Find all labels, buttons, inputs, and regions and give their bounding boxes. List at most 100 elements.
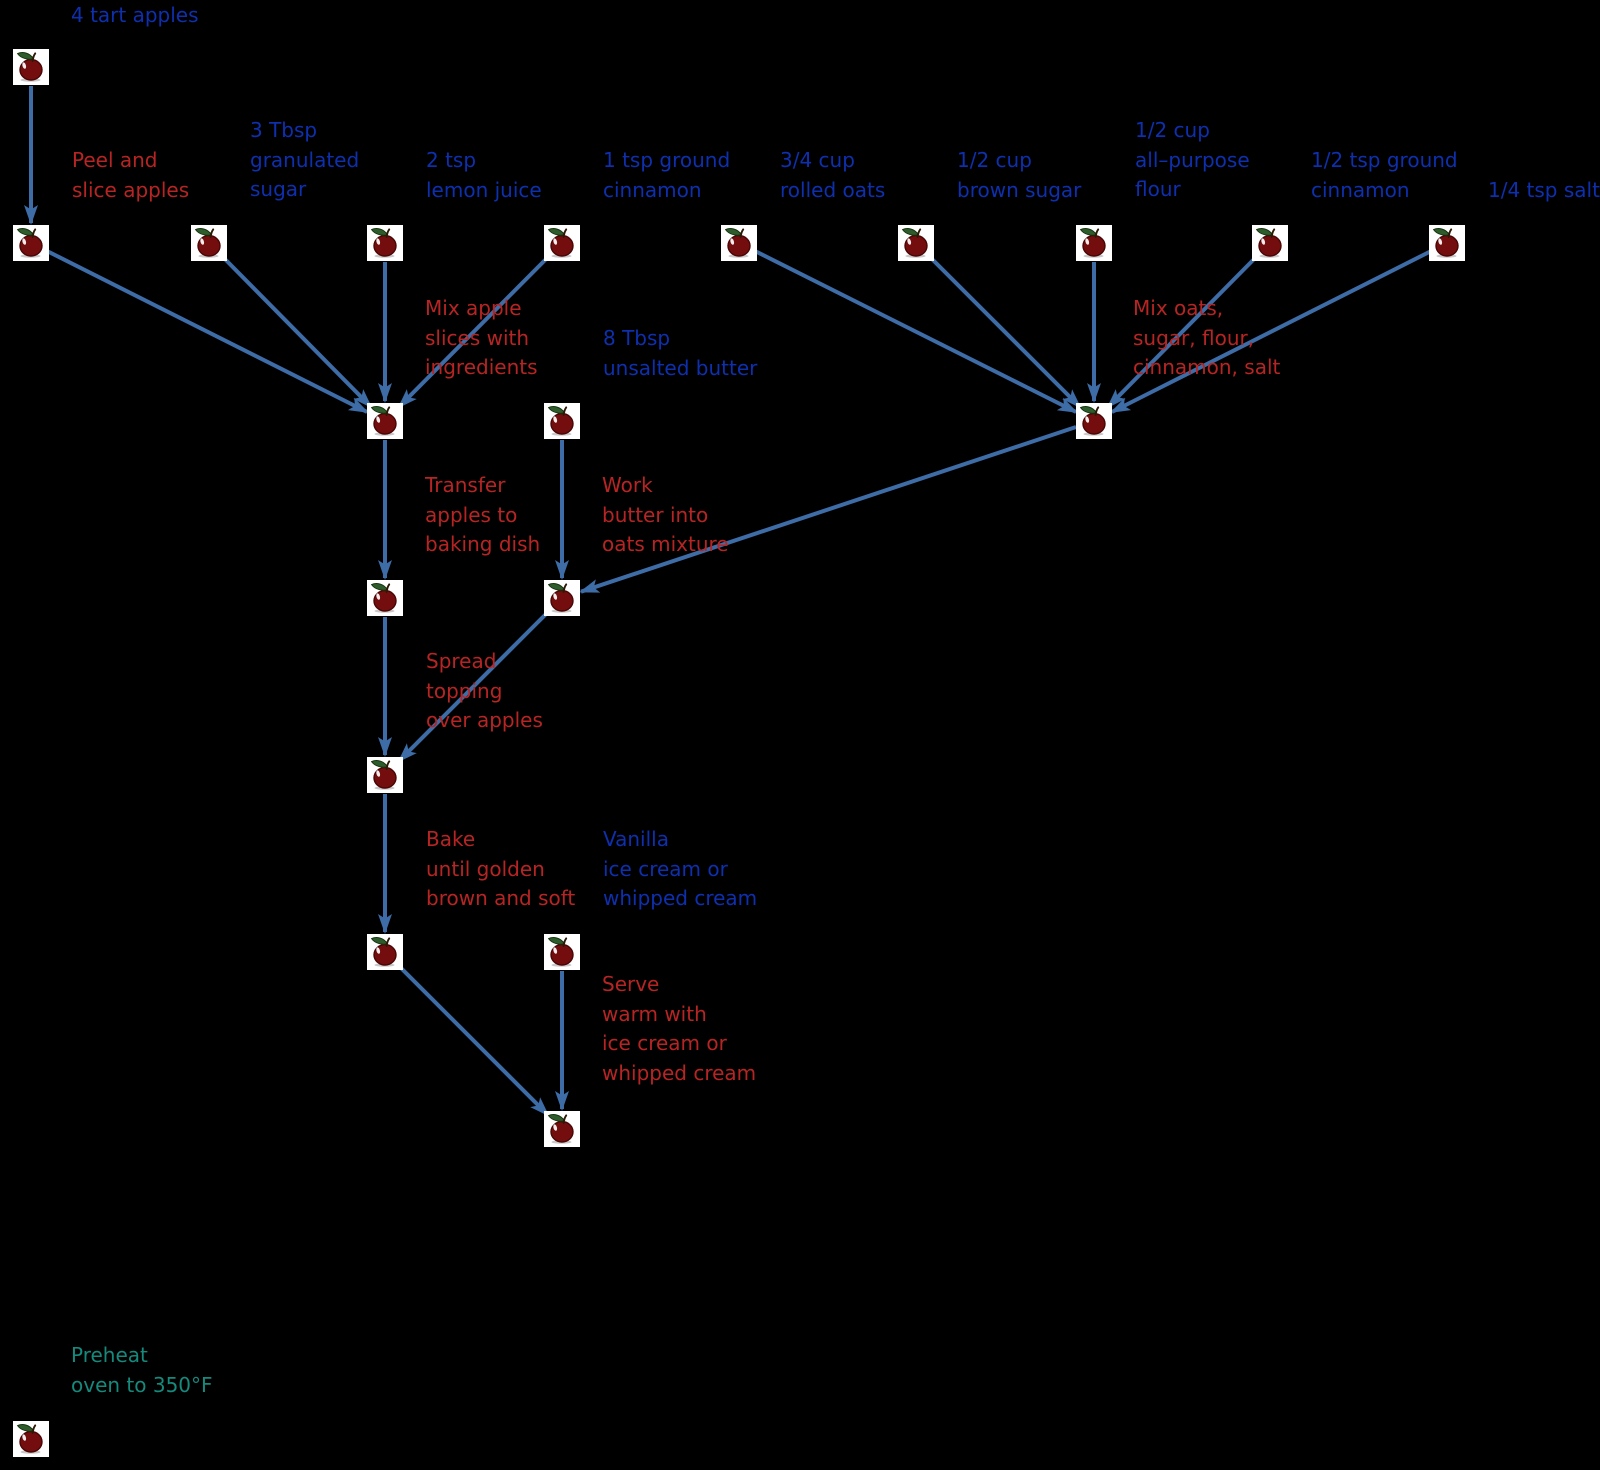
label-granulated-sugar-line-3: sugar bbox=[250, 177, 307, 201]
edge-brown-sugar-to-oats-mixture bbox=[927, 254, 1082, 409]
label-vanilla-line-1: Vanilla bbox=[603, 827, 669, 851]
node-salt bbox=[1429, 225, 1465, 261]
label-bake-line-3: brown and soft bbox=[426, 886, 576, 910]
label-butter: 8 Tbsp unsalted butter bbox=[603, 324, 757, 383]
label-serve-line-2: warm with bbox=[602, 1001, 707, 1026]
label-bake: Bake until golden brown and soft bbox=[426, 825, 575, 914]
label-work-butter-line-2: butter into bbox=[602, 502, 709, 527]
edge-ground-cinnamon-2-to-oats-mixture bbox=[1106, 255, 1259, 409]
label-mix-apple-line-2: slices with bbox=[425, 325, 530, 350]
apple-icon bbox=[1076, 403, 1112, 439]
label-salt-line-1: 1/4 tsp salt bbox=[1488, 178, 1600, 202]
label-spread-line-3: over apples bbox=[426, 708, 543, 732]
node-rolled-oats bbox=[721, 225, 757, 261]
edge-salt-to-oats-mixture bbox=[1110, 249, 1431, 414]
node-ground-cinnamon-2 bbox=[1252, 225, 1288, 261]
label-ground-cinnamon-1-line-1: 1 tsp ground bbox=[603, 148, 731, 172]
label-mix-apple: Mix apple slices with ingredients bbox=[425, 294, 538, 383]
node-apples-in-dish bbox=[367, 580, 403, 616]
node-crumb-topping bbox=[544, 580, 580, 616]
edge-granulated-sugar-to-apple-mixture bbox=[220, 255, 373, 409]
edge-sliced-apples-to-apple-mixture bbox=[47, 249, 369, 414]
apple-icon bbox=[544, 403, 580, 439]
label-flour: 1/2 cup all–purpose flour bbox=[1135, 116, 1250, 205]
label-vanilla-line-2: ice cream or bbox=[603, 856, 728, 881]
label-flour-line-1: 1/2 cup bbox=[1135, 118, 1210, 142]
label-rolled-oats-line-2: rolled oats bbox=[780, 177, 886, 202]
label-mix-oats: Mix oats,sugar, flour,cinnamon, salt bbox=[1133, 294, 1280, 383]
label-tart-apples: 4 tart apples bbox=[71, 1, 199, 31]
label-transfer-line-2: apples to bbox=[425, 502, 518, 527]
node-lemon-juice bbox=[367, 225, 403, 261]
apple-icon bbox=[13, 225, 49, 261]
label-mix-apple-line-1: Mix apple bbox=[425, 296, 522, 320]
apple-icon bbox=[367, 757, 403, 793]
label-serve-line-3: ice cream or bbox=[602, 1031, 727, 1055]
node-oats-mixture bbox=[1076, 403, 1112, 439]
label-salt: 1/4 tsp salt bbox=[1488, 176, 1600, 206]
node-sliced-apples bbox=[13, 225, 49, 261]
node-flour bbox=[1076, 225, 1112, 261]
label-flour-line-3: flour bbox=[1135, 177, 1181, 201]
apple-icon bbox=[191, 225, 227, 261]
apple-icon bbox=[721, 225, 757, 261]
apple-icon bbox=[1252, 225, 1288, 261]
label-butter-line-1: 8 Tbsp bbox=[603, 326, 671, 350]
label-tart-apples-line-1: 4 tart apples bbox=[71, 3, 199, 27]
apple-icon bbox=[1076, 225, 1112, 261]
label-spread-line-1: Spread bbox=[426, 649, 497, 673]
label-mix-apple-line-3: ingredients bbox=[425, 355, 538, 379]
apple-icon bbox=[544, 225, 580, 261]
label-peel-slice-line-2: slice apples bbox=[72, 177, 190, 202]
node-butter bbox=[544, 403, 580, 439]
edge-baked-crisp-to-served-crisp bbox=[396, 963, 550, 1117]
label-work-butter-line-1: Work bbox=[602, 473, 653, 497]
label-spread: Spread topping over apples bbox=[426, 647, 543, 736]
apple-icon bbox=[367, 403, 403, 439]
label-vanilla-line-3: whipped cream bbox=[603, 886, 758, 910]
apple-icon bbox=[544, 1111, 580, 1147]
apple-icon bbox=[367, 225, 403, 261]
label-work-butter: Work butter into oats mixture bbox=[602, 471, 729, 560]
node-oven bbox=[13, 1421, 49, 1457]
apple-icon bbox=[367, 934, 403, 970]
apple-icon bbox=[544, 934, 580, 970]
node-vanilla-ice-cream bbox=[544, 934, 580, 970]
apple-icon bbox=[367, 580, 403, 616]
label-spread-line-2: topping bbox=[426, 678, 503, 703]
label-flour-line-2: all–purpose bbox=[1135, 147, 1250, 172]
node-tart-apples bbox=[13, 49, 49, 85]
apple-icon bbox=[898, 225, 934, 261]
apple-icon bbox=[1429, 225, 1465, 261]
apple-icon bbox=[13, 1421, 49, 1457]
label-butter-line-2: unsalted butter bbox=[603, 355, 758, 380]
label-ground-cinnamon-2-line-2: cinnamon bbox=[1311, 177, 1410, 202]
label-lemon-juice-line-2: lemon juice bbox=[426, 177, 542, 202]
label-peel-slice-line-1: Peel and bbox=[72, 148, 158, 172]
label-bake-line-1: Bake bbox=[426, 827, 476, 851]
label-ground-cinnamon-1-line-2: cinnamon bbox=[603, 177, 702, 202]
label-bake-line-2: until golden bbox=[426, 856, 545, 881]
node-served-crisp bbox=[544, 1111, 580, 1147]
label-transfer-line-3: baking dish bbox=[425, 532, 541, 556]
label-peel-slice: Peel and slice apples bbox=[72, 146, 189, 205]
label-serve-line-4: whipped cream bbox=[602, 1060, 757, 1085]
node-assembled-crisp bbox=[367, 757, 403, 793]
node-apple-mixture bbox=[367, 403, 403, 439]
label-brown-sugar-line-2: brown sugar bbox=[957, 177, 1082, 202]
label-preheat-line-2: oven to 350°F bbox=[71, 1372, 213, 1397]
edge-rolled-oats-to-oats-mixture bbox=[755, 249, 1078, 414]
node-brown-sugar bbox=[898, 225, 934, 261]
label-mix-oats-line-2: sugar, flour, bbox=[1133, 325, 1255, 350]
label-preheat-line-1: Preheat bbox=[71, 1343, 148, 1367]
label-work-butter-line-3: oats mixture bbox=[602, 532, 729, 556]
edge-crumb-topping-to-assembled-crisp bbox=[397, 609, 551, 763]
label-mix-oats-line-1: Mix oats, bbox=[1133, 296, 1224, 320]
node-baked-crisp bbox=[367, 934, 403, 970]
